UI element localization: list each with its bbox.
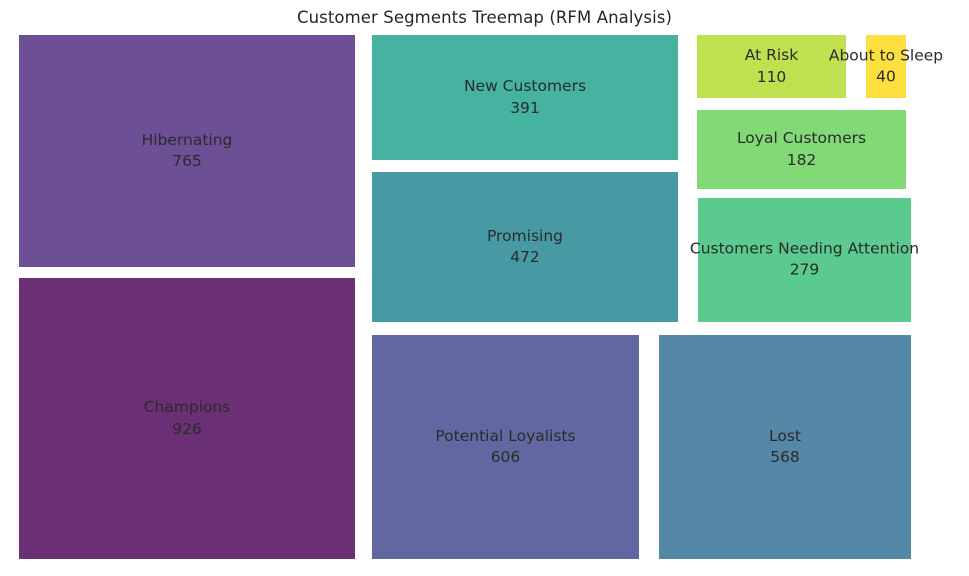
tile-label: Lost 568 <box>769 426 801 469</box>
chart-title: Customer Segments Treemap (RFM Analysis) <box>296 8 673 27</box>
tile-label: Champions 926 <box>144 397 231 440</box>
treemap-tile-lost[interactable]: Lost 568 <box>659 335 911 559</box>
tile-segment-name: Promising <box>486 226 564 245</box>
tile-segment-value: 472 <box>510 248 540 266</box>
tile-label: Promising 472 <box>487 226 563 269</box>
treemap-tile-new-customers[interactable]: New Customers 391 <box>372 35 678 160</box>
tile-segment-value: 606 <box>490 448 521 466</box>
treemap-tile-potential-loyalists[interactable]: Potential Loyalists 606 <box>372 335 639 559</box>
tile-segment-value: 391 <box>510 98 540 117</box>
tile-label: Customers Needing Attention 279 <box>690 239 919 282</box>
treemap-tile-promising[interactable]: Promising 472 <box>372 172 678 322</box>
tile-label: At Risk 110 <box>745 45 798 88</box>
tile-segment-name: New Customers <box>463 77 587 96</box>
tile-segment-value: 110 <box>756 67 787 86</box>
tile-segment-name: Champions <box>143 398 231 417</box>
tile-label: Potential Loyalists 606 <box>435 426 575 469</box>
tile-label: Hibernating 765 <box>142 130 233 173</box>
treemap-tile-at-risk[interactable]: At Risk 110 <box>697 35 846 98</box>
tile-segment-value: 926 <box>172 419 202 438</box>
tile-segment-name: Lost <box>769 426 801 445</box>
treemap-tile-champions[interactable]: Champions 926 <box>19 278 355 559</box>
tile-segment-value: 182 <box>786 150 817 169</box>
tile-segment-name: Customers Needing Attention <box>689 239 920 258</box>
tile-segment-name: Potential Loyalists <box>435 426 576 445</box>
tile-segment-name: Hibernating <box>141 130 233 149</box>
treemap-tile-hibernating[interactable]: Hibernating 765 <box>19 35 355 267</box>
tile-segment-name: At Risk <box>744 46 799 65</box>
tile-label: Loyal Customers 182 <box>737 128 866 171</box>
tile-segment-name: Loyal Customers <box>736 129 867 148</box>
tile-segment-value: 279 <box>789 261 820 279</box>
tile-segment-value: 568 <box>770 448 800 466</box>
tile-label: New Customers 391 <box>464 76 586 119</box>
treemap-tile-customers-needing-attention[interactable]: Customers Needing Attention 279 <box>690 198 919 322</box>
treemap-tile-loyal-customers[interactable]: Loyal Customers 182 <box>697 110 906 189</box>
tile-segment-value: 765 <box>172 152 202 170</box>
